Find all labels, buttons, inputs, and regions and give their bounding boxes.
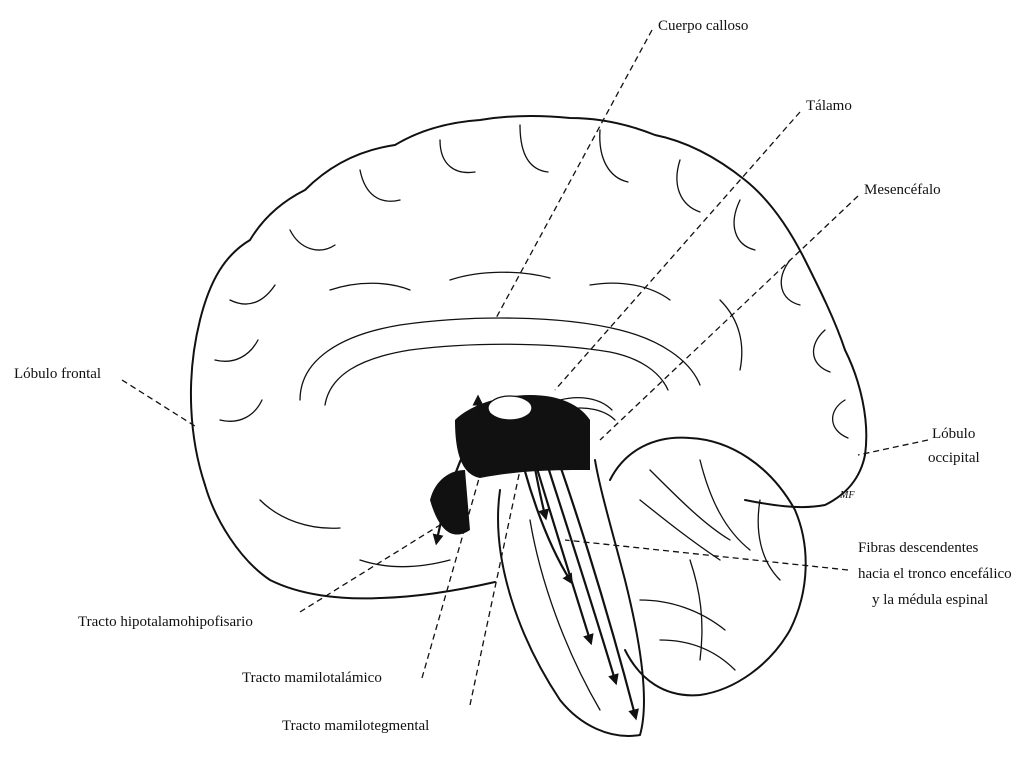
label-descending-line2: hacia el tronco encefálico [858,566,1012,582]
label-descending-line3: y la médula espinal [872,592,988,608]
brainstem [497,459,645,737]
label-occipital-lobe-line2: occipital [928,450,980,466]
label-midbrain: Mesencéfalo [864,182,941,198]
fiber-tracts [432,394,639,721]
label-mammillotegmental: Tracto mamilotegmental [282,718,429,734]
cerebrum [189,114,868,600]
label-corpus-callosum: Cuerpo calloso [658,18,748,34]
cerebellum [609,436,807,697]
label-hypothalamohypophyseal: Tracto hipotalamohipofisario [78,614,253,630]
label-frontal-lobe: Lóbulo frontal [14,366,101,382]
label-thalamus: Tálamo [806,98,852,114]
artist-signature: MF [839,490,855,501]
label-descending-line1: Fibras descendentes [858,540,979,556]
label-mammillothalamic: Tracto mamilotalámico [242,670,382,686]
label-occipital-lobe-line1: Lóbulo [932,426,975,442]
leader-lines [121,29,929,706]
